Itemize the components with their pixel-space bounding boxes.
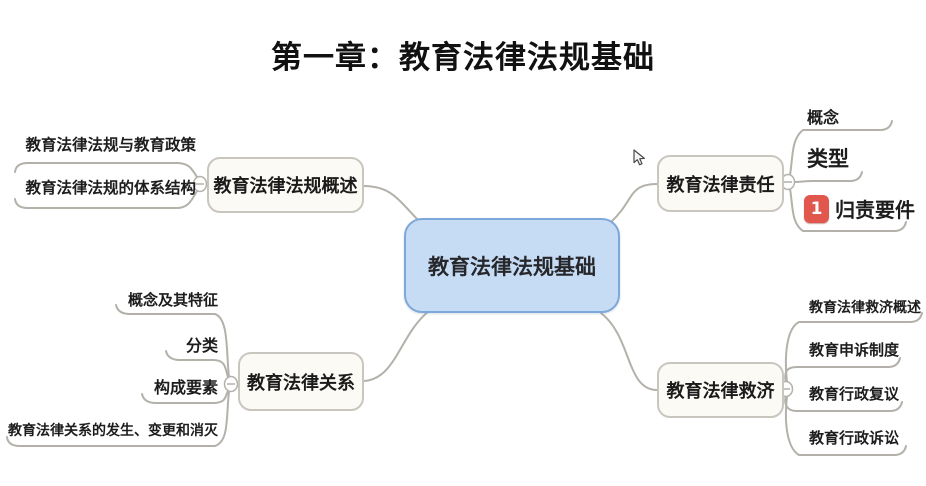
underline-reconsideration [784, 394, 903, 412]
underline-occurrence [6, 390, 230, 447]
underline-classification [165, 350, 229, 378]
subtopic-concept-features[interactable]: 概念及其特征 [127, 291, 218, 309]
branch-relations[interactable]: 教育法律关系 [238, 352, 364, 411]
underline-attribution [789, 188, 907, 232]
underline-concept-features [115, 304, 230, 378]
mouse-cursor [633, 149, 648, 171]
curve-remedy-root [600, 312, 658, 391]
curve-overview-root [362, 185, 422, 224]
curve-responsibility-root [610, 183, 658, 223]
branch-responsibility[interactable]: 教育法律责任 [657, 155, 784, 212]
underline-policy [14, 162, 198, 178]
subtopic-structure[interactable]: 教育法律法规的体系结构 [25, 179, 196, 197]
underline-litigation [784, 395, 907, 456]
subtopic-attribution-label: 归责要件 [835, 198, 915, 222]
collapse-toggle-relations[interactable] [223, 375, 239, 393]
subtopic-appeal[interactable]: 教育申诉制度 [809, 341, 900, 359]
collapse-toggle-overview[interactable] [192, 175, 208, 193]
underline-appeal [784, 357, 901, 384]
subtopic-policy[interactable]: 教育法律法规与教育政策 [25, 136, 196, 154]
underline-structure [14, 190, 198, 209]
branch-remedy[interactable]: 教育法律救济 [657, 362, 784, 418]
underline-elements [141, 390, 229, 404]
priority-1-icon: 1 [804, 194, 829, 223]
underline-concept [789, 120, 893, 176]
subtopic-remedy-overview[interactable]: 教育法律救济概述 [809, 300, 921, 316]
subtopic-occurrence[interactable]: 教育法律关系的发生、变更和消灭 [8, 423, 218, 439]
central-topic[interactable]: 教育法律法规基础 [404, 218, 620, 313]
page-title: 第一章：教育法律法规基础 [271, 40, 655, 76]
subtopic-type[interactable]: 类型 [807, 147, 849, 171]
underline-type [793, 171, 863, 183]
curve-relations-root [363, 310, 430, 382]
subtopic-reconsideration[interactable]: 教育行政复议 [809, 385, 900, 403]
subtopic-classification[interactable]: 分类 [185, 336, 218, 355]
subtopic-attribution[interactable]: 1 归责要件 [804, 194, 915, 223]
collapse-toggle-responsibility[interactable] [780, 173, 796, 191]
branch-overview[interactable]: 教育法律法规概述 [207, 157, 364, 213]
branch-curves [6, 120, 923, 456]
subtopic-elements[interactable]: 构成要素 [153, 378, 218, 397]
subtopic-litigation[interactable]: 教育行政诉讼 [809, 429, 900, 447]
subtopic-concept[interactable]: 概念 [807, 108, 840, 127]
underline-remedy-overview [784, 312, 923, 383]
